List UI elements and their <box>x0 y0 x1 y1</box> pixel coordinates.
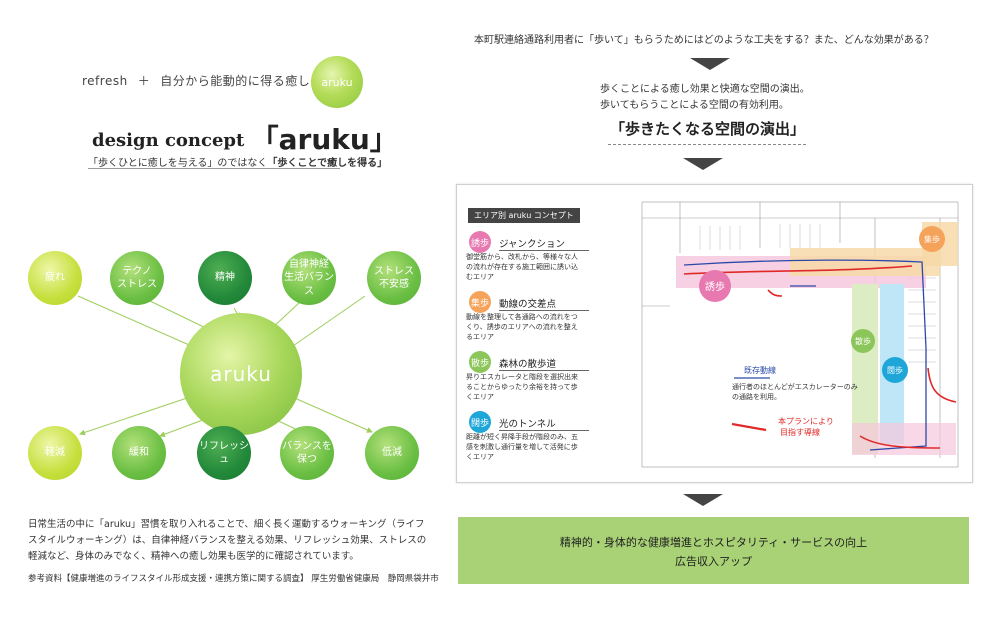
sanpo-icon: 散歩 <box>469 351 491 373</box>
result-box <box>458 517 969 584</box>
concept-title-crossing: 動線の交差点 <box>499 299 557 310</box>
panel-tag: エリア別 aruku コンセプト <box>468 208 580 223</box>
concept-underline <box>88 168 340 169</box>
arrow-teigen <box>289 395 373 433</box>
arrow-tsukare <box>77 295 197 349</box>
existing-route-line <box>683 259 927 451</box>
map-kappo-circle <box>882 357 908 383</box>
node-teigen: 低減 <box>365 426 419 480</box>
node-stress: ストレス 不安感 <box>367 251 421 305</box>
map-kappo-label: 闊歩 <box>887 365 903 375</box>
effect-2: 歩いてもらうことによる空間の有効利用。 <box>600 100 789 111</box>
concept-title-junction: ジャンクション <box>499 239 566 250</box>
floor-plan-map: 誘歩 集歩 散歩 闊歩 既存動線 通行者のほとんどがエスカレーターのみの通路を利… <box>641 201 959 468</box>
question: 本町駅連絡通路利用者に「歩いて」もらうためにはどのような工夫をする？また、どんな… <box>474 35 934 46</box>
planned-route-bottom <box>859 435 941 449</box>
concept-title-tunnel: 光のトンネル <box>499 419 556 430</box>
concept-sub-normal: 「歩くひとに癒しを与える」のではなく <box>88 158 268 169</box>
design-concept-title: design concept 「aruku」 <box>92 118 398 158</box>
yuho-icon: 誘歩 <box>469 231 491 253</box>
concept-divider <box>499 370 589 371</box>
concept-desc-crossing: 動線を整理して各通路への流れをつくり、誘歩のエリアへの流れを整えるエリア <box>466 313 578 342</box>
reference: 参考資料【健康増進のライフスタイル形成支援・連携方策に関する調査】 厚生労働省健… <box>28 574 439 584</box>
result-text: 精神的・身体的な健康増進とホスピタリティ・サービスの向上 広告収入アップ <box>458 533 969 572</box>
map-yuho-label: 誘歩 <box>705 280 725 293</box>
map-yuho-circle <box>699 270 731 302</box>
concept-desc-forest: 昇りエスカレータと階段を選択出来ることからゆったり余裕を持って歩くエリア <box>466 373 578 402</box>
aruku-orb: aruku <box>311 56 363 108</box>
legend-existing-note: 通行者のほとんどがエスカレーターのみの通路を利用。 <box>732 383 858 402</box>
node-balance: バランスを 保つ <box>280 426 334 480</box>
map-shuho-circle <box>919 226 945 252</box>
node-tsukare: 疲れ <box>28 251 82 305</box>
node-center-aruku: aruku <box>180 313 302 435</box>
legend-plan-2: 目指す導線 <box>780 427 820 437</box>
planned-route-right <box>927 367 957 403</box>
node-jiritsu: 自律神経 生活バランス <box>282 251 336 305</box>
legend-red-line <box>731 422 767 432</box>
arrow-keigen <box>79 394 197 436</box>
effect-1: 歩くことによる癒し効果と快適な空間の演出。 <box>600 84 810 95</box>
concept-divider <box>499 310 589 311</box>
node-keigen: 軽減 <box>28 426 82 480</box>
legend-existing: 既存動線 <box>744 365 776 375</box>
result-line-1: 精神的・身体的な健康増進とホスピタリティ・サービスの向上 <box>559 536 868 549</box>
formula-plus: ＋ <box>137 74 151 88</box>
effects: 歩くことによる癒し効果と快適な空間の演出。 歩いてもらうことによる空間の有効利用… <box>600 82 810 114</box>
concept-subtitle: 「歩くひとに癒しを与える」のではなく「歩くことで癒しを得る」 <box>88 154 387 169</box>
arrow-down-icon <box>683 494 723 506</box>
concept-divider <box>499 430 589 431</box>
concept-title-forest: 森林の散歩道 <box>499 359 557 370</box>
shuho-icon: 集歩 <box>469 291 491 313</box>
node-techno-stress: テクノ ストレス <box>110 251 164 305</box>
kappo-icon: 闊歩 <box>469 411 491 433</box>
node-seishin: 精神 <box>198 251 252 305</box>
concept-divider <box>499 250 589 251</box>
concept-desc-junction: 御堂筋から、改札から、等様々な人の流れが存在する施工範囲に誘い込むエリア <box>466 253 578 282</box>
arrow-stress <box>289 295 366 349</box>
map-sanpo-label: 散歩 <box>855 336 871 346</box>
concept-name: 「aruku」 <box>250 123 398 156</box>
legend-plan: 本プランにより <box>778 416 834 426</box>
zone-bottom <box>852 423 956 455</box>
map-shuho-label: 集歩 <box>924 234 940 244</box>
body-text: 日常生活の中に「aruku」習慣を取り入れることで、細く長く運動するウォーキング… <box>28 519 427 563</box>
arrow-down-icon <box>690 58 730 70</box>
formula-self-healing: 自分から能動的に得る癒し <box>160 74 311 88</box>
concept-prefix: design concept <box>92 130 245 151</box>
arrow-down-icon <box>683 158 723 170</box>
node-refresh: リフレッシュ <box>197 426 251 480</box>
concept-desc-tunnel: 距離が短く昇降手段が階段のみ、五感を刺激し通行量を増して活発に歩くエリア <box>466 433 578 462</box>
arrow-kanwa <box>159 417 209 438</box>
result-line-2: 広告収入アップ <box>675 555 752 569</box>
map-sanpo-circle <box>851 329 875 353</box>
arrow-techno <box>149 300 211 331</box>
catchphrase-underline <box>608 144 806 145</box>
formula-refresh: refresh <box>82 74 128 88</box>
node-kanwa: 緩和 <box>112 426 166 480</box>
planned-route-branch <box>767 289 783 297</box>
catchphrase: 「歩きたくなる空間の演出」 <box>610 120 806 138</box>
concept-sub-bold: 「歩くことで癒しを得る」 <box>267 158 388 169</box>
